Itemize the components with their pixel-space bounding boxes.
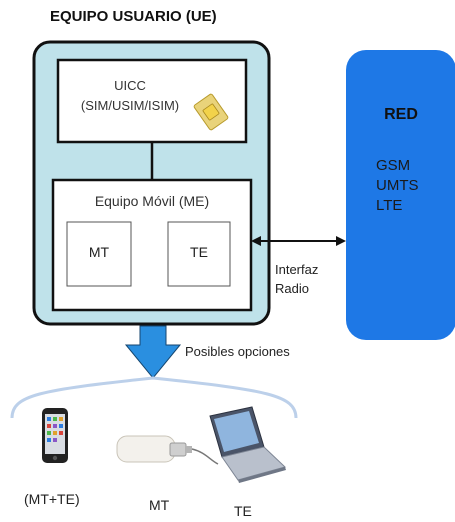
interface-label-line1: Interfaz — [275, 262, 319, 277]
laptop-icon — [209, 406, 286, 483]
mt-label: MT — [88, 244, 110, 260]
smartphone-icon — [42, 408, 68, 463]
network-item-umts: UMTS — [376, 177, 419, 194]
options-bracket — [10, 376, 298, 419]
laptop-label: TE — [234, 503, 252, 519]
te-box — [167, 221, 231, 287]
modem-label: MT — [149, 497, 170, 513]
uicc-label-line2: (SIM/USIM/ISIM) — [80, 98, 180, 113]
te-label: TE — [190, 244, 208, 260]
me-title: Equipo Móvil (ME) — [94, 193, 210, 209]
usb-modem-icon — [116, 435, 219, 465]
network-block — [346, 50, 455, 340]
interface-label-line2: Radio — [275, 281, 309, 296]
options-down-arrow — [124, 325, 182, 379]
network-item-lte: LTE — [376, 197, 403, 214]
mt-box — [66, 221, 132, 287]
network-title: RED — [384, 106, 418, 123]
options-label: Posibles opciones — [185, 344, 290, 359]
radio-interface-arrow — [251, 236, 346, 246]
sim-card-icon — [193, 93, 229, 131]
uicc-label-line1: UICC — [114, 78, 146, 93]
phone-label: (MT+TE) — [24, 491, 80, 507]
ue-title: EQUIPO USUARIO (UE) — [50, 8, 217, 25]
network-item-gsm: GSM — [376, 157, 411, 174]
uicc-label: UICC (SIM/USIM/ISIM) — [70, 76, 190, 116]
